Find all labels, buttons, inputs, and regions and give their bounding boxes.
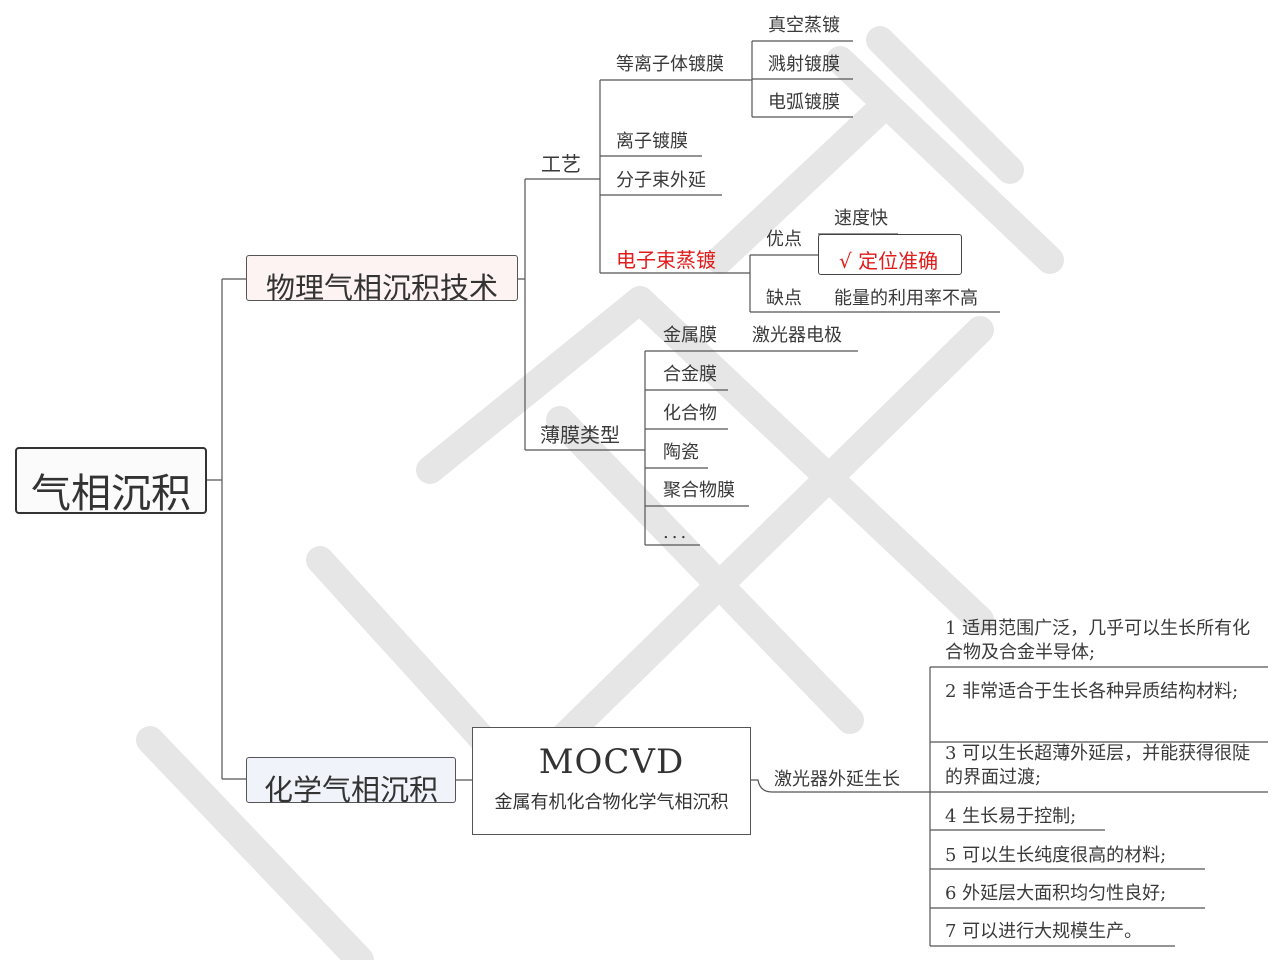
root-label: 气相沉积 <box>31 471 191 517</box>
mocvd-node[interactable]: MOCVD 金属有机化合物化学气相沉积 <box>472 727 751 835</box>
chemical-node[interactable]: 化学气相沉积 <box>246 757 456 807</box>
chemical-label: 化学气相沉积 <box>263 773 438 807</box>
feature-item[interactable]: 2 非常适合于生长各种异质结构材料; <box>945 681 1239 702</box>
pro-item-highlight[interactable]: √ 定位准确 <box>818 234 962 275</box>
physical-node[interactable]: 物理气相沉积技术 <box>246 255 518 305</box>
mocvd-name: MOCVD <box>538 742 685 782</box>
plasma-item[interactable]: 溅射镀膜 <box>768 54 840 75</box>
pro-item[interactable]: 速度快 <box>834 208 888 229</box>
pros-node[interactable]: 优点 <box>766 229 802 250</box>
physical-label: 物理气相沉积技术 <box>265 271 498 305</box>
film-item[interactable]: ... <box>663 522 690 543</box>
con-item[interactable]: 能量的利用率不高 <box>834 288 978 309</box>
application-node[interactable]: 激光器外延生长 <box>774 769 900 790</box>
ebeam-node[interactable]: 电子束蒸镀 <box>616 248 716 272</box>
process-node[interactable]: 工艺 <box>541 152 581 176</box>
root-node[interactable]: 气相沉积 <box>15 447 207 517</box>
feature-item[interactable]: 4 生长易于控制; <box>945 806 1077 827</box>
feature-item[interactable]: 3 可以生长超薄外延层，并能获得很陡的界面过渡; <box>945 743 1251 788</box>
feature-item[interactable]: 7 可以进行大规模生产。 <box>945 921 1143 942</box>
films-node[interactable]: 薄膜类型 <box>540 423 620 447</box>
ion-plating-node[interactable]: 离子镀膜 <box>616 131 688 152</box>
plasma-item[interactable]: 电弧镀膜 <box>768 92 840 113</box>
film-item[interactable]: 化合物 <box>663 403 717 424</box>
feature-item[interactable]: 1 适用范围广泛，几乎可以生长所有化合物及合金半导体; <box>945 618 1251 663</box>
feature-item[interactable]: 5 可以生长纯度很高的材料; <box>945 845 1167 866</box>
plasma-item[interactable]: 真空蒸镀 <box>768 15 840 36</box>
film-item[interactable]: 金属膜 <box>663 325 717 346</box>
pro-item-label: √ 定位准确 <box>839 249 939 273</box>
mbe-node[interactable]: 分子束外延 <box>616 170 706 191</box>
feature-item[interactable]: 6 外延层大面积均匀性良好; <box>945 883 1167 904</box>
mocvd-full: 金属有机化合物化学气相沉积 <box>494 792 729 813</box>
film-use[interactable]: 激光器电极 <box>752 325 842 346</box>
film-item[interactable]: 合金膜 <box>663 364 717 385</box>
film-item[interactable]: 陶瓷 <box>663 442 699 463</box>
plasma-node[interactable]: 等离子体镀膜 <box>616 54 724 75</box>
film-item[interactable]: 聚合物膜 <box>663 480 735 501</box>
cons-node[interactable]: 缺点 <box>766 288 802 309</box>
